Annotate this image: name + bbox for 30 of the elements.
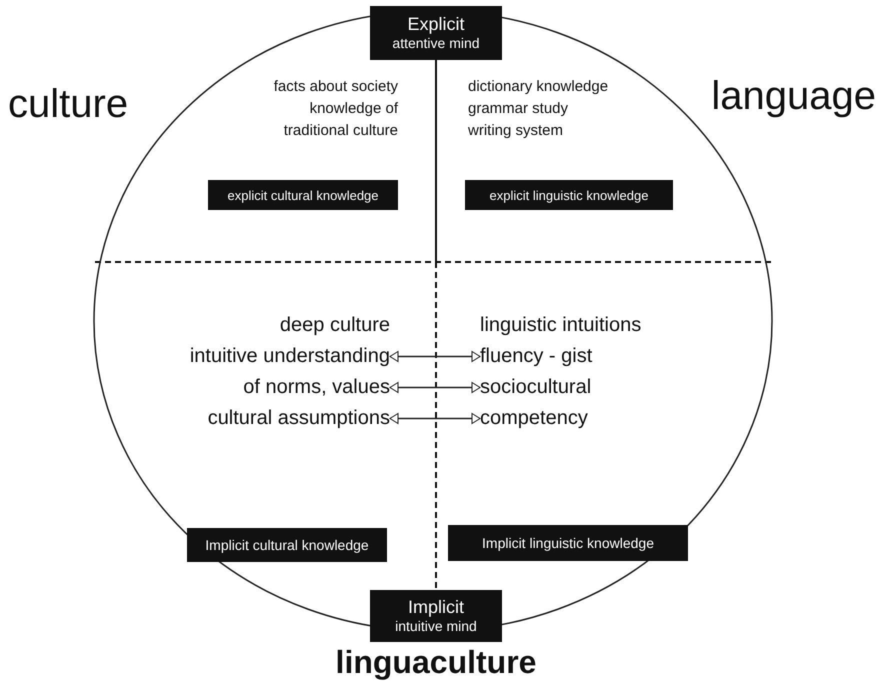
list-text: fluency - gist [480,345,592,368]
subtitle-text: attentive mind [391,35,481,52]
list-text: dictionary knowledge [468,78,608,95]
list-text: traditional culture [284,122,398,139]
list-text: linguistic intuitions [480,314,642,337]
list-text: intuitive understanding [190,345,390,368]
quadrant-label: Implicit linguistic knowledge [448,525,688,561]
title-text: Implicit [406,596,465,618]
category-label [370,6,502,60]
quadrant-label: Implicit cultural knowledge [187,528,387,562]
double-arrow [390,413,480,424]
list-text: of norms, values [243,376,390,399]
category-label [370,590,502,642]
list-text: sociocultural [480,376,592,399]
heading-text: culture [8,82,128,127]
double-arrow [390,382,480,393]
list-text: knowledge of [310,100,398,117]
heading-text: language [711,74,876,119]
quadrant-label: explicit linguistic knowledge [465,180,673,210]
list-text: competency [480,407,588,430]
subtitle-text: intuitive mind [394,618,478,636]
list-text: cultural assumptions [208,407,390,430]
list-text: deep culture [280,314,390,337]
list-text: writing system [468,122,564,139]
quadrant-label: explicit cultural knowledge [208,180,398,210]
title-text: Explicit [406,14,466,36]
heading-text: linguaculture [336,644,536,681]
list-text: facts about society [274,78,398,95]
list-text: grammar study [468,100,568,117]
double-arrow [390,351,480,362]
